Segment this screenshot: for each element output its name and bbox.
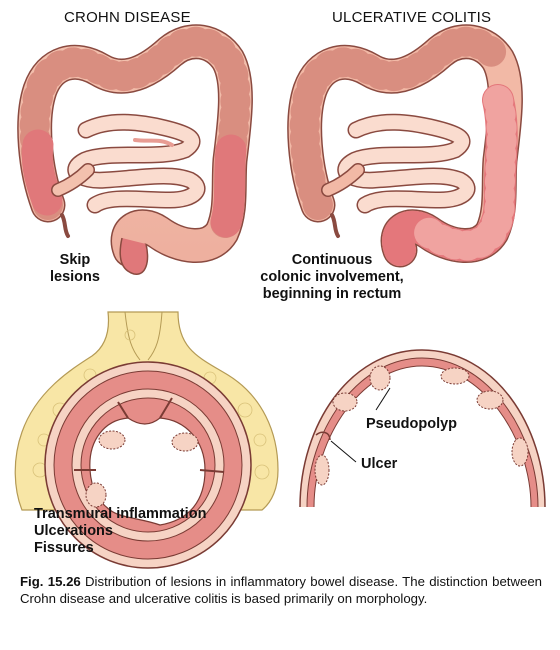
label-ulcer: Ulcer (361, 456, 398, 472)
uc-cross-section (299, 349, 546, 508)
pseudopolyp-leader (375, 387, 391, 411)
label-transmural-line-1: Transmural inflammation (34, 506, 207, 522)
crohn-cross-section (14, 311, 279, 569)
figure-caption: Fig. 15.26 Distribution of lesions in in… (20, 573, 542, 607)
figure-number: Fig. 15.26 (20, 574, 81, 589)
uc-small-bowel (337, 113, 476, 214)
crohn-rectum (119, 237, 149, 275)
crohn-lesion-ascending (21, 129, 63, 216)
uc-colon-diagram (287, 24, 523, 268)
label-skip-lesions: Skip lesions (50, 252, 100, 286)
label-continuous-line-1: Continuous (291, 252, 373, 268)
title-crohn: CROHN DISEASE (64, 9, 191, 26)
label-skip-lesions-line-2: lesions (50, 269, 100, 285)
crohn-small-bowel (67, 113, 206, 214)
title-ulcerative-colitis: ULCERATIVE COLITIS (332, 9, 492, 26)
figure-caption-text: Distribution of lesions in inflammatory … (20, 574, 542, 606)
pseudopolyps (314, 365, 529, 486)
ulcer (315, 431, 331, 441)
label-continuous-line-3: beginning in rectum (262, 286, 402, 302)
label-transmural: Transmural inflammation Ulcerations Fiss… (34, 506, 206, 557)
crohn-colon-diagram (17, 24, 253, 275)
label-transmural-line-2: Ulcerations (34, 523, 113, 539)
label-skip-lesions-line-1: Skip (59, 252, 91, 268)
crohn-lesion-descending (210, 134, 247, 238)
fissure (74, 397, 225, 473)
ulcer-leader (330, 440, 357, 463)
label-continuous-involvement: Continuous colonic involvement, beginnin… (244, 252, 420, 303)
label-transmural-line-3: Fissures (34, 540, 94, 556)
label-pseudopolyp: Pseudopolyp (366, 416, 458, 432)
label-continuous-line-2: colonic involvement, (260, 269, 404, 285)
